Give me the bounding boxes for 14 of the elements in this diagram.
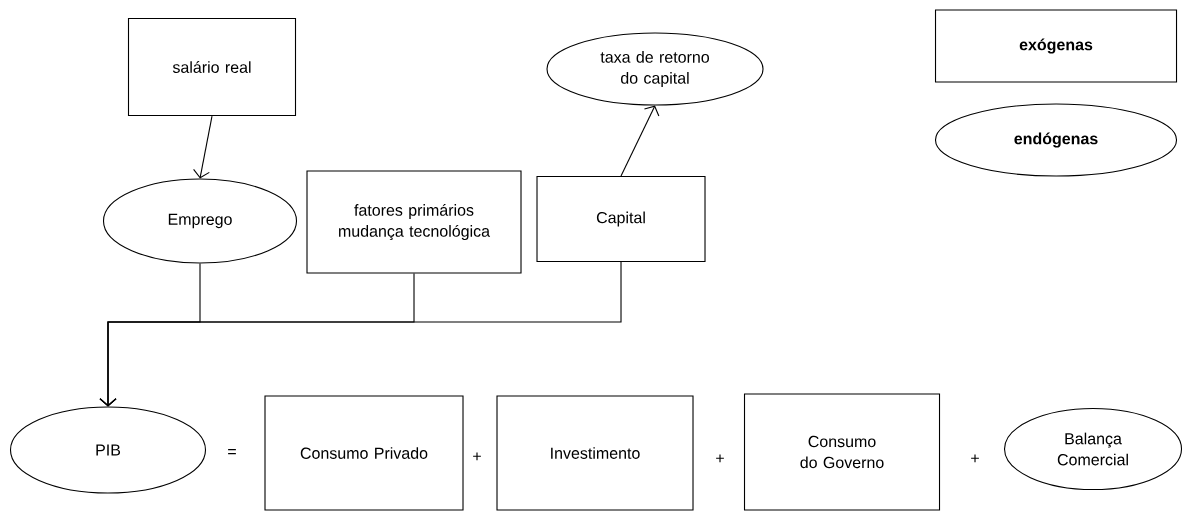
variable-box: Consumo Privado — [264, 395, 464, 511]
operator-sign: + — [971, 454, 979, 463]
operator-sign: + — [473, 452, 481, 461]
variable-box: Consumo do Governo — [743, 393, 941, 511]
operator-sign: + — [716, 454, 724, 463]
connector-arrow — [620, 105, 660, 177]
variable-box: Capital — [536, 175, 706, 263]
connector-arrow — [99, 261, 622, 407]
connector-arrow — [193, 115, 213, 179]
variable-box: salário real — [127, 17, 297, 117]
variable-box: Investimento — [496, 395, 694, 511]
legend-box: exógenas — [934, 9, 1178, 83]
variable-box: fatores primários mudança tecnológica — [306, 170, 522, 274]
operator-sign: = — [228, 449, 236, 455]
